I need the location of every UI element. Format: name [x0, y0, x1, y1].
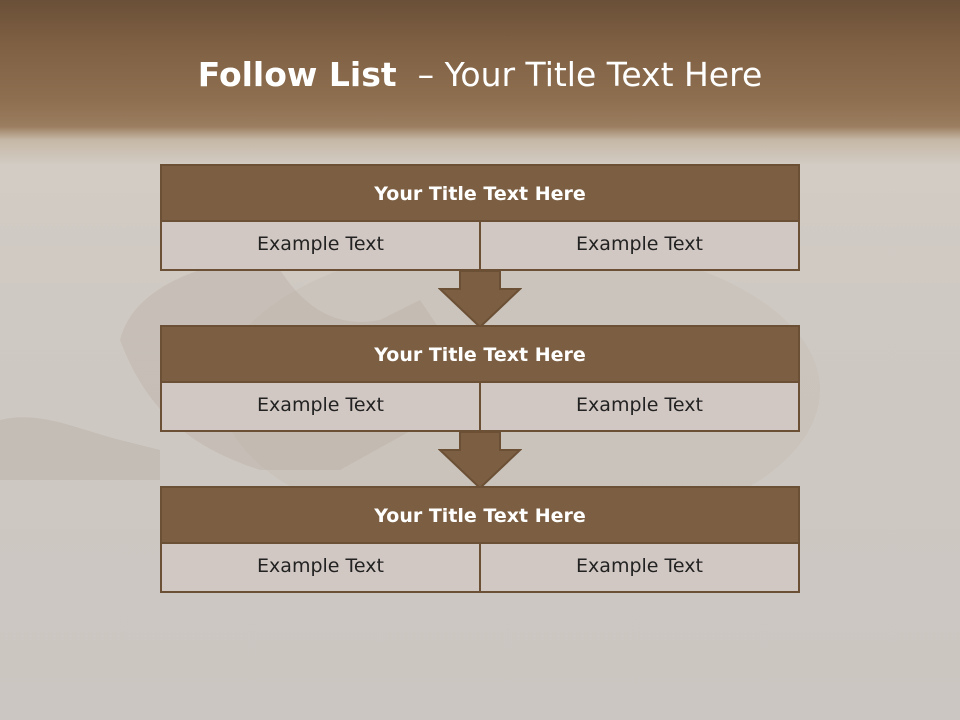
down-arrow-icon	[438, 270, 522, 328]
down-arrow-icon	[438, 431, 522, 489]
slide-title-rest: – Your Title Text Here	[417, 55, 763, 94]
block-title: Your Title Text Here	[160, 164, 800, 222]
example-text-right: Example Text	[481, 544, 800, 593]
block-title: Your Title Text Here	[160, 486, 800, 544]
slide-title-bold: Follow List	[197, 55, 397, 94]
example-text-left: Example Text	[160, 222, 481, 271]
example-text-left: Example Text	[160, 544, 481, 593]
list-block-3: Your Title Text Here Example Text Exampl…	[160, 486, 800, 593]
example-text-right: Example Text	[481, 383, 800, 432]
list-block-1: Your Title Text Here Example Text Exampl…	[160, 164, 800, 271]
block-row: Example Text Example Text	[160, 222, 800, 271]
example-text-right: Example Text	[481, 222, 800, 271]
block-row: Example Text Example Text	[160, 544, 800, 593]
block-row: Example Text Example Text	[160, 383, 800, 432]
block-title: Your Title Text Here	[160, 325, 800, 383]
slide-title: Follow List – Your Title Text Here	[0, 52, 960, 98]
list-block-2: Your Title Text Here Example Text Exampl…	[160, 325, 800, 432]
example-text-left: Example Text	[160, 383, 481, 432]
